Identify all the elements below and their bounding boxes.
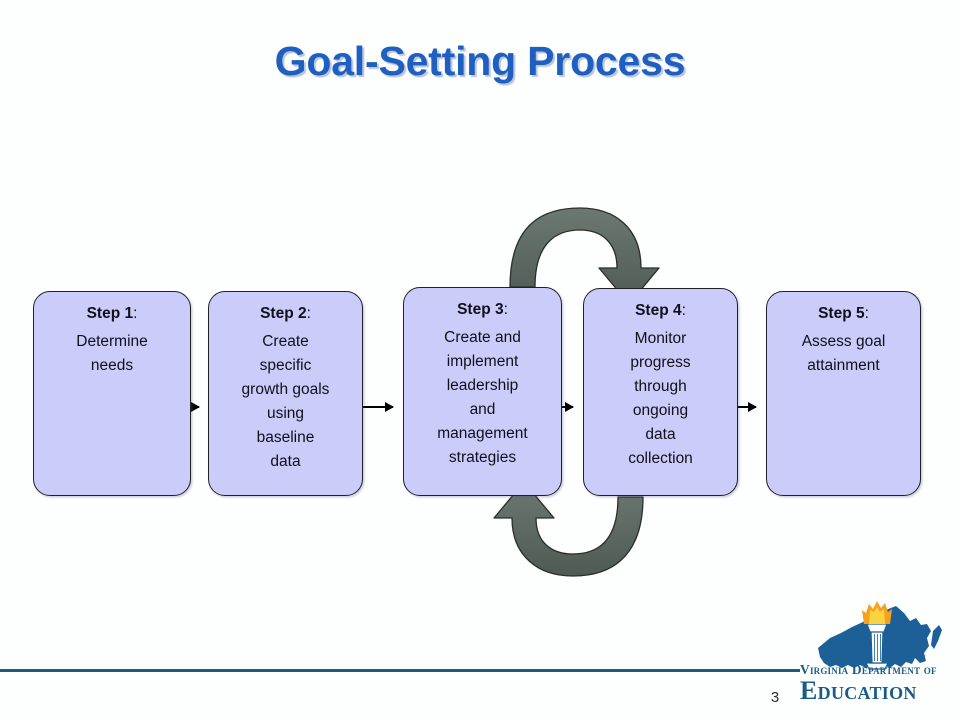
step-4-heading-colon: : (681, 302, 686, 319)
step-5-heading-text: Step 5 (818, 305, 865, 322)
text-line: Create (262, 333, 309, 350)
torch-column-flutes-icon (874, 634, 881, 661)
connector-step3-step4 (562, 402, 574, 411)
step-4-heading-text: Step 4 (635, 302, 682, 319)
text-line: attainment (807, 357, 880, 374)
page-title: Goal-Setting Process (274, 38, 686, 84)
text-line: progress (630, 354, 691, 371)
step-3-heading-text: Step 3 (457, 301, 504, 318)
step-box-1[interactable]: Step 1: Determine needs (33, 291, 191, 496)
chesapeake-islands-icon (917, 648, 925, 659)
connector-step4-step5 (738, 402, 757, 411)
text-line: data (270, 453, 301, 470)
step-4-heading: Step 4: (584, 301, 737, 321)
text-line: needs (90, 357, 134, 374)
torch-column-icon (870, 630, 884, 664)
step-5-body: Assess goal attainment (767, 330, 920, 378)
step-2-heading: Step 2: (209, 304, 362, 324)
step-3-heading-colon: : (503, 301, 508, 318)
text-line: Assess goal (801, 333, 886, 350)
text-line: specific (259, 357, 312, 374)
goal-setting-process-diagram: Step 1: Determine needs Step 2: Create spe… (33, 207, 921, 577)
logo-line-education: Education (800, 675, 917, 705)
text-line: implement (446, 353, 519, 370)
logo-wordmark: Virginia Department of Education (800, 663, 952, 704)
slide-number: 3 (770, 689, 780, 706)
step-1-heading-text: Step 1 (86, 305, 134, 322)
step-box-3[interactable]: Step 3: Create and implement leadership and… (403, 287, 562, 496)
virginia-eastern-shore-icon (931, 625, 942, 649)
text-line: growth goals (241, 381, 330, 398)
step-2-heading-colon: : (306, 305, 311, 322)
step-1-heading-colon: : (133, 305, 138, 322)
text-line: Create and (444, 329, 521, 346)
step-3-heading: Step 3: (404, 300, 561, 320)
step-box-2[interactable]: Step 2: Create specific growth goals using b… (208, 291, 363, 496)
step-2-heading-text: Step 2 (260, 305, 307, 322)
loop-arrow-step4-to-step3 (493, 481, 644, 577)
text-line: Determine (76, 333, 148, 350)
step-1-heading: Step 1: (34, 304, 190, 324)
text-line: through (634, 378, 687, 395)
text-line: baseline (256, 429, 315, 446)
text-line: strategies (448, 449, 517, 466)
virginia-department-of-education-logo (818, 601, 942, 670)
footer-divider (0, 669, 800, 672)
step-box-4[interactable]: Step 4: Monitor progress through ongoing dat… (583, 288, 738, 496)
step-4-body: Monitor progress through ongoing data collect… (584, 327, 737, 471)
text-line: Monitor (634, 330, 687, 347)
text-line: leadership (446, 377, 519, 394)
connector-step1-step2 (191, 402, 200, 411)
step-5-heading: Step 5: (767, 304, 920, 324)
torch-flame-core-icon (869, 607, 885, 624)
step-3-body: Create and implement leadership and manageme… (404, 326, 561, 470)
step-1-body: Determine needs (34, 330, 190, 378)
text-line: using (266, 405, 305, 422)
connector-step2-step3 (363, 402, 394, 411)
text-line: management (437, 425, 528, 442)
text-line: data (645, 426, 676, 443)
step-2-body: Create specific growth goals using baseline d… (209, 330, 362, 474)
torch-cup-icon (866, 623, 888, 633)
text-line: and (469, 401, 496, 418)
text-line: collection (628, 450, 693, 467)
step-5-heading-colon: : (864, 305, 869, 322)
text-line: ongoing (632, 402, 689, 419)
step-box-5[interactable]: Step 5: Assess goal attainment (766, 291, 921, 496)
logo-line-virginia-department-of: Virginia Department of (800, 662, 937, 677)
